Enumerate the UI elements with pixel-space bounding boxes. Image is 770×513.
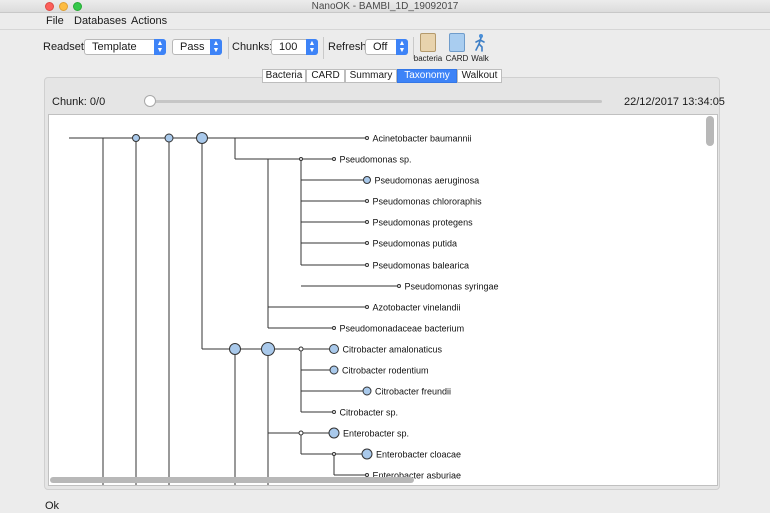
tree-leaf-node[interactable]	[361, 448, 373, 460]
tree-node[interactable]	[332, 452, 336, 456]
menu-databases[interactable]: Databases	[74, 15, 127, 27]
tab-card[interactable]: CARD	[306, 69, 345, 83]
tree-leaf-node[interactable]	[332, 326, 336, 330]
readset-label: Readset:	[43, 41, 88, 53]
bacteria-db-button[interactable]: bacteria	[412, 33, 444, 67]
refresh-label: Refresh:	[328, 41, 370, 53]
window-title: NanoOK - BAMBI_1D_19092017	[311, 1, 459, 12]
tab-bacteria[interactable]: Bacteria	[262, 69, 306, 83]
title-bar: NanoOK - BAMBI_1D_19092017	[0, 0, 770, 13]
tree-node[interactable]	[229, 343, 241, 355]
close-window-button[interactable]	[45, 2, 54, 11]
walk-person-icon	[475, 34, 485, 52]
tree-node[interactable]	[298, 430, 304, 436]
zoom-window-button[interactable]	[73, 2, 82, 11]
tree-leaf-label[interactable]: Citrobacter freundii	[375, 387, 451, 397]
tree-leaf-label[interactable]: Pseudomonas sp.	[340, 155, 412, 165]
tab-bar: Bacteria CARD Summary Taxonomy Walkout	[0, 69, 770, 83]
tree-leaf-node[interactable]	[329, 365, 339, 375]
tree-node[interactable]	[196, 132, 208, 144]
tree-node[interactable]	[261, 342, 275, 356]
chunks-value: 100	[279, 41, 298, 53]
pass-value: Pass	[180, 41, 205, 53]
tree-leaf-node[interactable]	[363, 176, 371, 184]
refresh-select[interactable]: Off ▲▼	[365, 39, 408, 55]
tree-leaf-node[interactable]	[328, 427, 340, 439]
toolbar-separator	[228, 37, 229, 59]
tree-leaf-node[interactable]	[397, 284, 401, 288]
tab-summary[interactable]: Summary	[345, 69, 397, 83]
select-arrows-icon: ▲▼	[396, 39, 408, 55]
minimize-window-button[interactable]	[59, 2, 68, 11]
tree-leaf-node[interactable]	[365, 199, 369, 203]
tab-taxonomy[interactable]: Taxonomy	[397, 69, 457, 83]
chunk-slider-handle[interactable]	[144, 95, 156, 107]
select-arrows-icon: ▲▼	[210, 39, 222, 55]
tree-leaf-label[interactable]: Enterobacter asburiae	[373, 471, 462, 481]
readset-value: Template	[92, 41, 137, 53]
tree-leaf-node[interactable]	[365, 241, 369, 245]
bacteria-db-icon	[420, 33, 436, 52]
tree-leaf-label[interactable]: Pseudomonas aeruginosa	[375, 176, 480, 186]
card-db-label: CARD	[445, 54, 469, 63]
vertical-scrollbar[interactable]	[706, 116, 714, 146]
pass-select[interactable]: Pass ▲▼	[172, 39, 222, 55]
tree-leaf-label[interactable]: Pseudomonas syringae	[405, 282, 499, 292]
card-db-icon	[449, 33, 465, 52]
tab-walkout[interactable]: Walkout	[457, 69, 502, 83]
tree-branches	[69, 137, 399, 485]
tree-node[interactable]	[298, 346, 304, 352]
menu-bar: File Databases Actions	[0, 13, 770, 29]
tree-node[interactable]	[164, 133, 174, 143]
tree-leaf-node[interactable]	[365, 136, 369, 140]
toolbar: Readset: Template ▲▼ Pass ▲▼ Chunks: 100…	[0, 29, 770, 67]
chunks-label: Chunks:	[232, 41, 273, 53]
tree-nodes	[132, 132, 336, 456]
toolbar-separator	[323, 37, 324, 59]
tree-leaf-label[interactable]: Citrobacter amalonaticus	[343, 345, 443, 355]
tree-leaf-label[interactable]: Azotobacter vinelandii	[373, 303, 461, 313]
tree-leaf-node[interactable]	[365, 473, 369, 477]
tree-leaf-node[interactable]	[365, 305, 369, 309]
menu-actions[interactable]: Actions	[131, 15, 168, 27]
tree-leaf-node[interactable]	[365, 263, 369, 267]
readset-select[interactable]: Template ▲▼	[84, 39, 166, 55]
tree-leaf-label[interactable]: Pseudomonas balearica	[373, 261, 470, 271]
walk-button[interactable]: Walk	[464, 33, 496, 67]
status-text: Ok	[45, 500, 60, 512]
menu-file[interactable]: File	[46, 15, 64, 27]
bacteria-db-label: bacteria	[413, 54, 443, 63]
tree-leaf-label[interactable]: Pseudomonas putida	[373, 239, 458, 249]
select-arrows-icon: ▲▼	[306, 39, 318, 55]
tree-leaf-label[interactable]: Pseudomonas chlororaphis	[373, 197, 483, 207]
chunk-timestamp: 22/12/2017 13:34:05	[624, 96, 725, 108]
select-arrows-icon: ▲▼	[154, 39, 166, 55]
tree-leaf-label[interactable]: Acinetobacter baumannii	[373, 134, 472, 144]
tree-leaf-node[interactable]	[329, 344, 339, 354]
toolbar-separator	[413, 37, 414, 59]
status-bar: Ok	[0, 498, 770, 513]
refresh-value: Off	[373, 41, 388, 53]
tree-leaf-label[interactable]: Pseudomonas protegens	[373, 218, 474, 228]
horizontal-scrollbar[interactable]	[50, 477, 414, 483]
tree-leaf-node[interactable]	[332, 410, 336, 414]
chunks-select[interactable]: 100 ▲▼	[271, 39, 318, 55]
tree-leaf-label[interactable]: Enterobacter cloacae	[376, 450, 461, 460]
tree-node[interactable]	[299, 157, 303, 161]
tree-leaf-label[interactable]: Pseudomonadaceae bacterium	[340, 324, 465, 334]
tree-node[interactable]	[132, 134, 140, 142]
chunk-slider-track[interactable]	[150, 100, 602, 103]
tree-leaf-label[interactable]: Citrobacter rodentium	[342, 366, 429, 376]
tree-leaf-label[interactable]: Enterobacter sp.	[343, 429, 409, 439]
tree-leaf-node[interactable]	[362, 386, 372, 396]
chunk-label: Chunk: 0/0	[52, 96, 106, 108]
tree-leaf-node[interactable]	[332, 157, 336, 161]
card-db-button[interactable]: CARD	[441, 33, 473, 67]
walk-label: Walk	[471, 54, 489, 63]
tree-leaf-node[interactable]	[365, 220, 369, 224]
tree-leaf-label[interactable]: Citrobacter sp.	[340, 408, 399, 418]
